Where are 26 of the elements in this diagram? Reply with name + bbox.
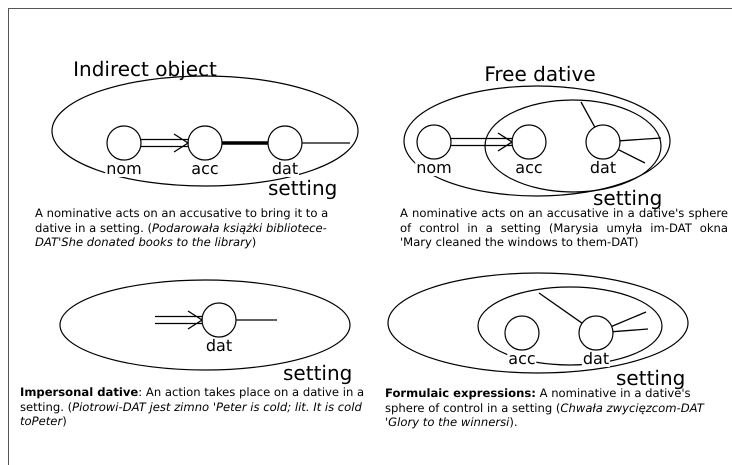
thick-line <box>222 141 268 145</box>
setting-label: setting <box>268 178 338 198</box>
line <box>618 149 646 164</box>
line <box>611 311 646 327</box>
control-ellipse <box>478 287 662 365</box>
case-label: dat <box>588 160 618 176</box>
case-label: acc <box>507 351 537 367</box>
line <box>580 102 596 128</box>
double-arrow <box>154 310 204 330</box>
case-label: dat <box>582 351 610 367</box>
case-label: dat <box>204 338 234 354</box>
line <box>236 319 277 321</box>
line <box>612 328 648 332</box>
line <box>538 292 582 324</box>
setting-label: setting <box>283 363 352 383</box>
panel-title: Indirect object <box>72 57 218 81</box>
setting-label: setting <box>593 188 662 208</box>
line <box>302 142 350 144</box>
panel-title: Free dative <box>483 62 597 86</box>
description-text: Impersonal dative: An action takes place on a dative in a setting. (Piotrowi-DAT jest zimno 'Peter is cold; lit. It is cold toPeter) <box>20 385 365 428</box>
setting-label: setting <box>616 368 686 388</box>
double-arrow <box>450 132 514 152</box>
double-arrow <box>140 133 190 153</box>
description-text: A nominative acts on an accusative to bring it to a dative in a setting. (Podarowała książki bibliotece-DAT'She donated books to the library) <box>35 206 330 250</box>
case-label: dat <box>270 161 300 177</box>
case-label: nom <box>415 160 453 176</box>
